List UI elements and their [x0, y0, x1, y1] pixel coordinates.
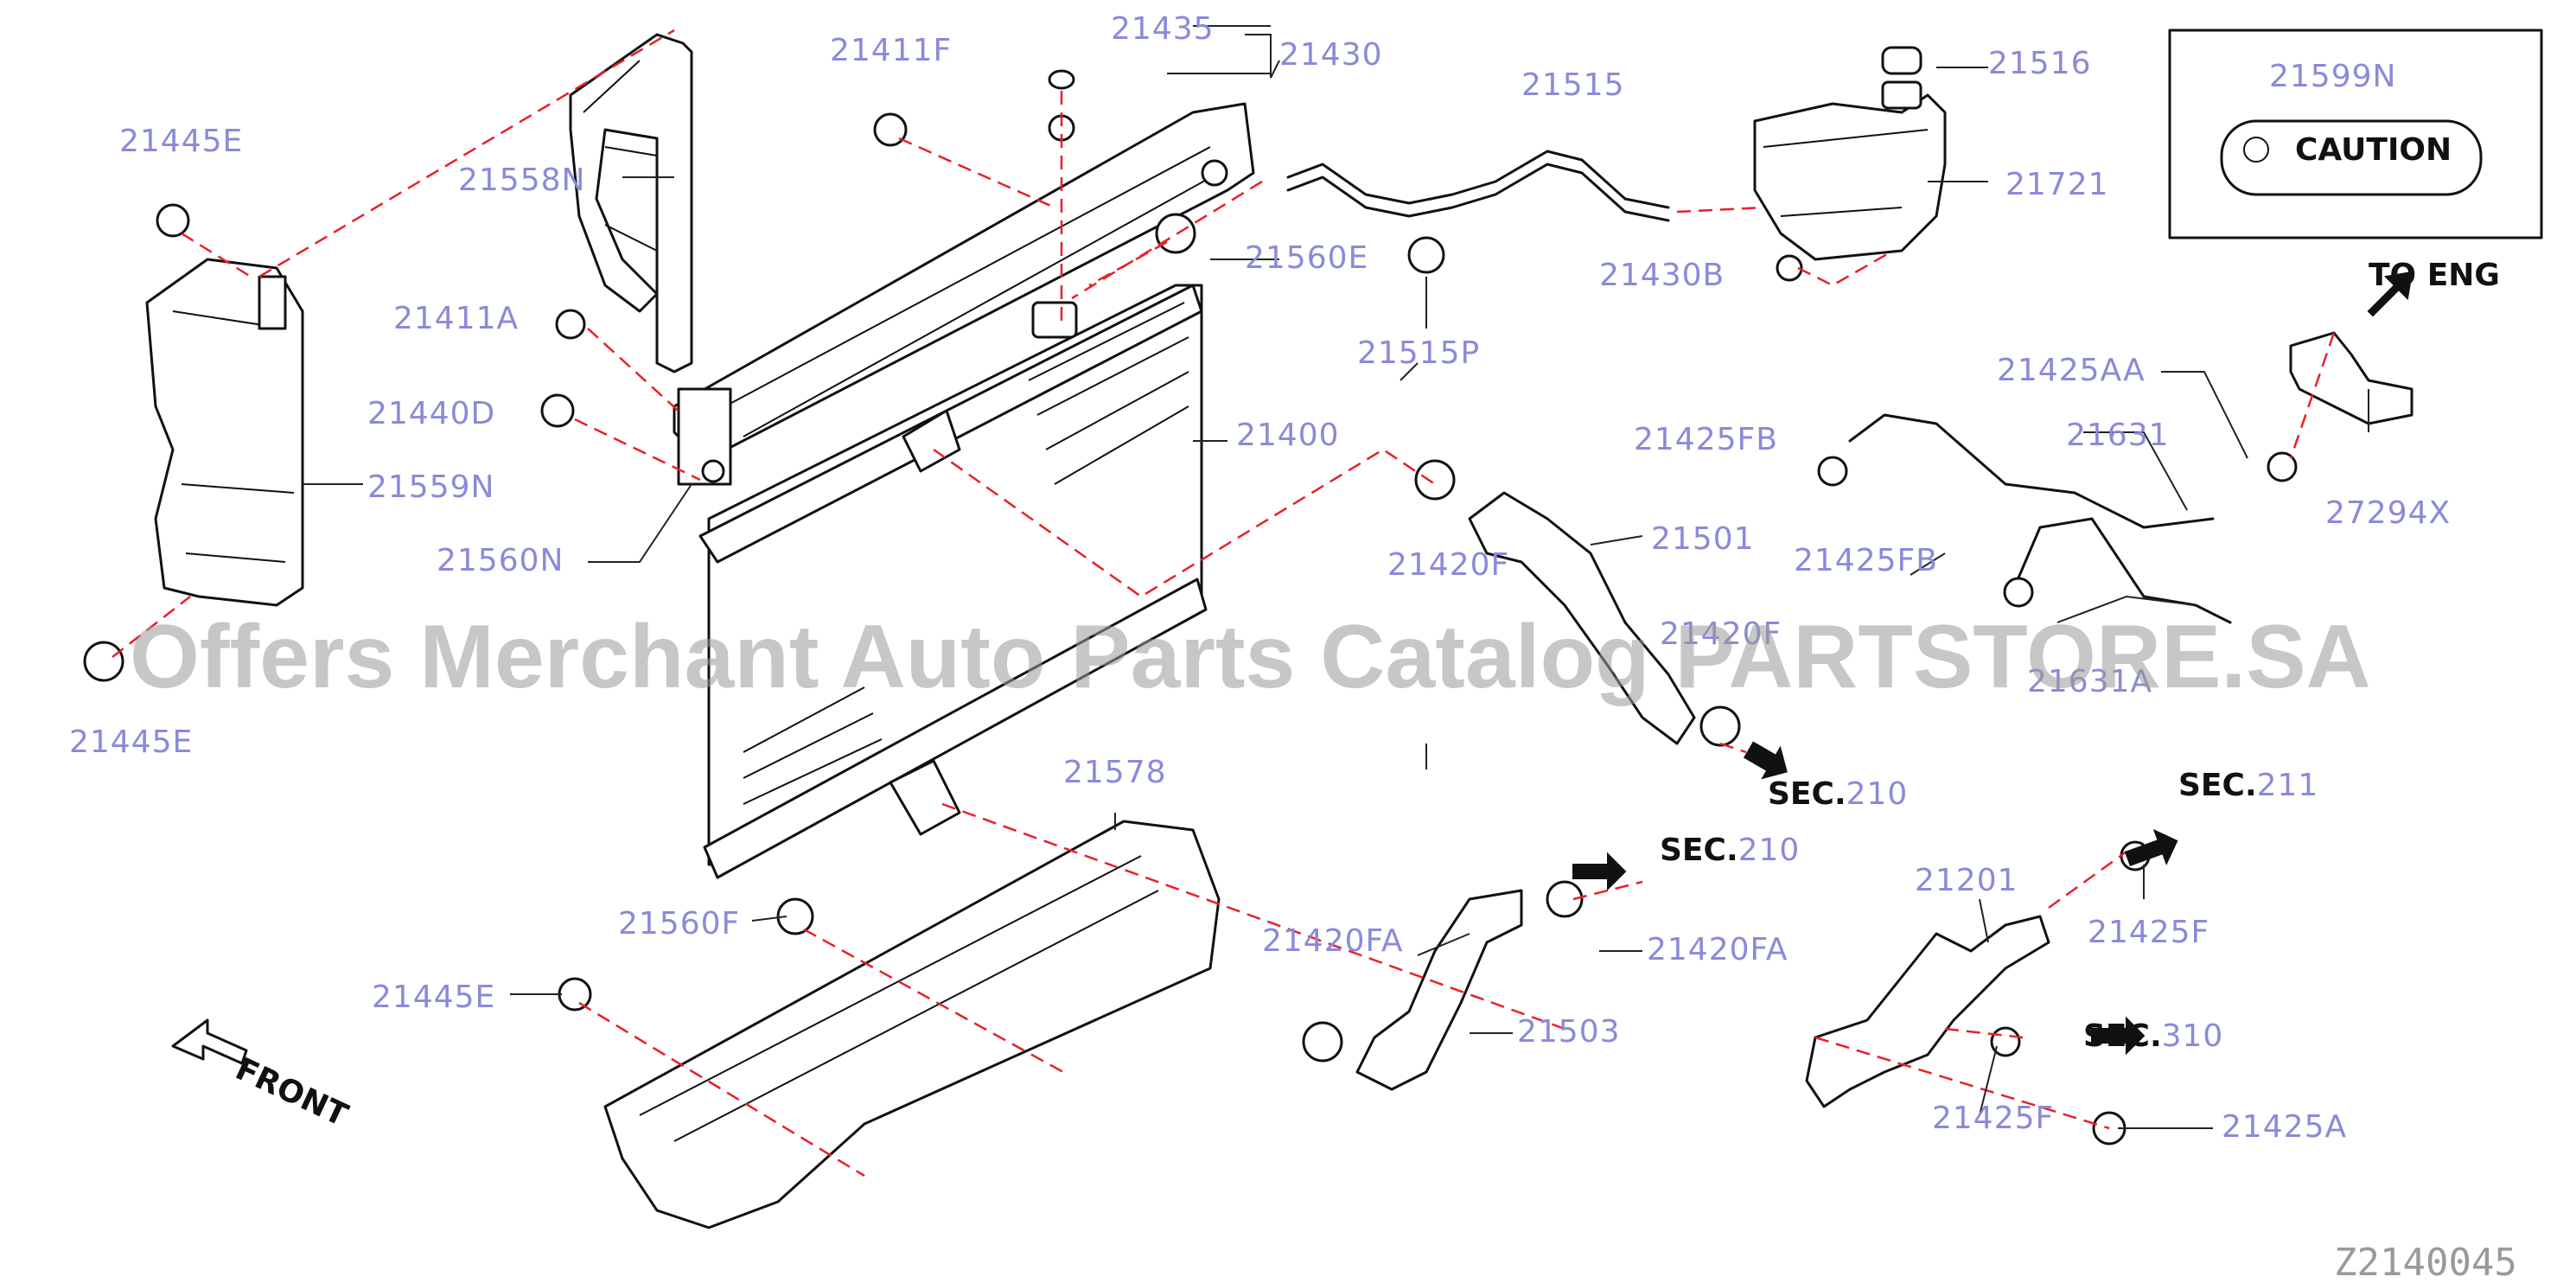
diagram-id: Z2140045	[2334, 1241, 2517, 1283]
part-label: 21515P	[1357, 335, 1480, 371]
arrow-front-icon	[171, 1018, 248, 1065]
part-label: 21430B	[1599, 258, 1725, 293]
upper-mount-bar	[673, 102, 1255, 486]
part-label: 21420FA	[1262, 923, 1404, 959]
part-label: 21425FB	[1634, 422, 1778, 457]
part-label: 21400	[1236, 418, 1340, 453]
part-label: 21558N	[458, 163, 585, 198]
water-outlet	[1805, 915, 2050, 1108]
part-label: 21560N	[437, 543, 564, 578]
section-ref: SEC.310	[2083, 1018, 2223, 1054]
caution-label-text: CAUTION	[2295, 132, 2452, 168]
overflow-hose	[1286, 150, 1670, 222]
upper-hose	[1468, 491, 1696, 745]
part-label: 21721	[2005, 167, 2109, 202]
part-label: 21631	[2066, 418, 2170, 453]
part-label: 21425A	[2222, 1109, 2347, 1145]
watermark-text: Offers Merchant Auto Parts Catalog PARTS…	[130, 607, 2371, 707]
reservoir-tank	[1753, 46, 1947, 261]
part-label: 21440D	[367, 396, 495, 431]
part-label: 21515	[1521, 67, 1625, 103]
arrow-icons	[171, 271, 2413, 1065]
part-label: 21445E	[119, 124, 243, 159]
section-ref: SEC.210	[1768, 776, 1908, 812]
alignment-lines	[112, 29, 2336, 1178]
part-label: 21430	[1279, 37, 1383, 73]
leader-lines	[303, 25, 2369, 1129]
radiator-core	[698, 284, 1208, 879]
arrow-right-icon	[2124, 828, 2178, 867]
part-label: 21425F	[1932, 1101, 2054, 1136]
part-labels: 21445E 21411F 21435 21430 21515 21516 21…	[69, 11, 2451, 1145]
arrow-up-right-icon	[2367, 271, 2413, 317]
section-ref: SEC.210	[1660, 833, 1800, 868]
part-label: 21578	[1063, 755, 1167, 790]
part-label: 21420F	[1387, 547, 1509, 583]
part-label: 21425AA	[1997, 353, 2146, 388]
arrow-right-icon	[2091, 1016, 2146, 1056]
engine-bracket	[2289, 331, 2413, 425]
part-label: 21445E	[372, 980, 495, 1015]
part-label: 21411A	[393, 301, 519, 336]
arrow-right-icon	[1572, 852, 1627, 891]
lower-air-guide	[603, 820, 1221, 1229]
part-label: 21503	[1517, 1014, 1621, 1050]
part-label: 21435	[1111, 11, 1215, 47]
upper-seal-bracket	[569, 33, 693, 373]
lower-hose	[1355, 889, 1523, 1091]
part-label: 21559N	[367, 469, 494, 505]
front-direction-label: FRONT	[230, 1051, 353, 1133]
part-label: 21425FB	[1794, 543, 1938, 578]
part-label: 21560E	[1245, 240, 1368, 276]
part-label: 21501	[1651, 521, 1755, 557]
to-engine-label: TO ENG	[2369, 258, 2500, 293]
part-label: 21560F	[618, 906, 740, 942]
part-label: 21411F	[830, 33, 952, 68]
section-ref: SEC.211	[2178, 768, 2318, 803]
section-references: SEC.210 SEC.210 SEC.211 SEC.310	[1660, 768, 2318, 1054]
part-label: 21201	[1915, 863, 2018, 898]
part-label: 21445E	[69, 724, 193, 760]
part-label: 21599N	[2269, 59, 2396, 94]
part-label: 21425F	[2088, 915, 2209, 950]
arrow-right-icon	[1743, 741, 1788, 780]
caution-label-box: CAUTION	[2168, 29, 2543, 239]
left-air-guide	[145, 258, 304, 607]
heater-hoses	[1848, 413, 2232, 624]
small-fasteners	[83, 69, 2298, 1146]
part-label: 21420FA	[1647, 932, 1789, 967]
part-label: 21516	[1988, 46, 2092, 81]
part-label: 27294X	[2325, 495, 2451, 531]
part-label: 21631A	[2027, 664, 2152, 699]
part-label: 21420F	[1660, 616, 1782, 652]
